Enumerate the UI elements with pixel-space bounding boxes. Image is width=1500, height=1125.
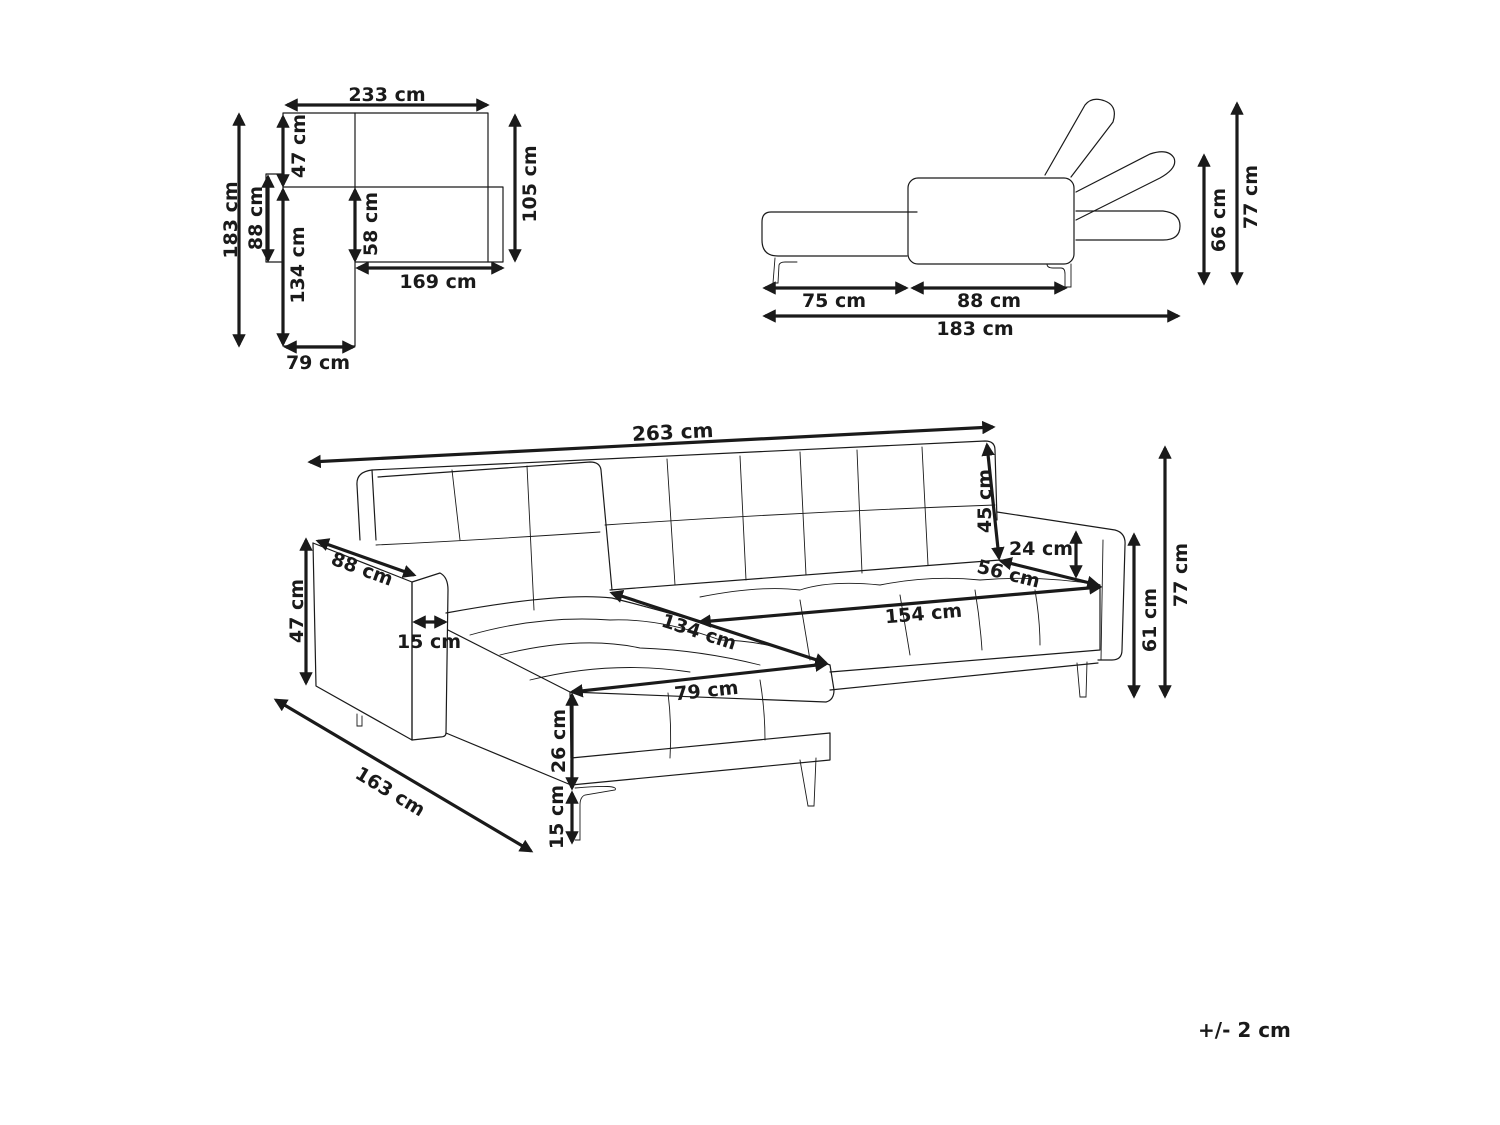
top-width-label: 233 cm <box>348 84 425 106</box>
top-chaise-width-label: 79 cm <box>286 352 350 374</box>
side-view-dimensions <box>762 101 1244 323</box>
persp-overall-length-label: 163 cm <box>351 763 429 822</box>
side-back-length-label: 88 cm <box>957 290 1021 312</box>
top-view-dimensions <box>232 98 522 354</box>
persp-overall-width-label: 263 cm <box>631 418 714 446</box>
side-view-outline <box>761 98 1181 288</box>
side-height-upright-label: 77 cm <box>1240 165 1262 229</box>
perspective-dimensions <box>273 420 1172 853</box>
persp-seat-cushion-height-label: 26 cm <box>548 709 570 773</box>
persp-backrest-height-label: 45 cm <box>974 469 996 533</box>
perspective-view: 263 cm 88 cm 47 cm 15 cm 134 cm 154 cm 7… <box>273 418 1192 853</box>
top-seat-depth-main-label: 58 cm <box>360 192 382 256</box>
persp-chaise-depth-label: 88 cm <box>328 548 396 591</box>
side-view: 75 cm 88 cm 183 cm 66 cm 77 cm <box>761 98 1262 340</box>
side-overall-length-label: 183 cm <box>936 318 1013 340</box>
persp-seat-height-label: 61 cm <box>1139 588 1161 652</box>
side-seat-length-label: 75 cm <box>802 290 866 312</box>
top-main-depth-label: 105 cm <box>519 145 541 222</box>
top-seat-depth-left-label: 88 cm <box>245 186 267 250</box>
top-view: 233 cm 183 cm 47 cm 88 cm 134 cm 58 cm 1… <box>220 84 541 374</box>
persp-overall-height-label: 77 cm <box>1170 543 1192 607</box>
top-main-width-label: 169 cm <box>399 271 476 293</box>
persp-chaise-back-height-label: 47 cm <box>286 579 308 643</box>
tolerance-note: +/- 2 cm <box>1198 1018 1291 1042</box>
persp-chaise-seat-length-label: 134 cm <box>659 610 739 655</box>
persp-armrest-height-label: 24 cm <box>1009 538 1073 560</box>
top-backrest-depth-label: 47 cm <box>288 114 310 178</box>
side-height-reclined-label: 66 cm <box>1208 188 1230 252</box>
top-chaise-length-label: 134 cm <box>287 226 309 303</box>
top-depth-label: 183 cm <box>220 181 242 258</box>
persp-armrest-width-label: 15 cm <box>397 631 461 653</box>
persp-leg-height-label: 15 cm <box>546 785 568 849</box>
